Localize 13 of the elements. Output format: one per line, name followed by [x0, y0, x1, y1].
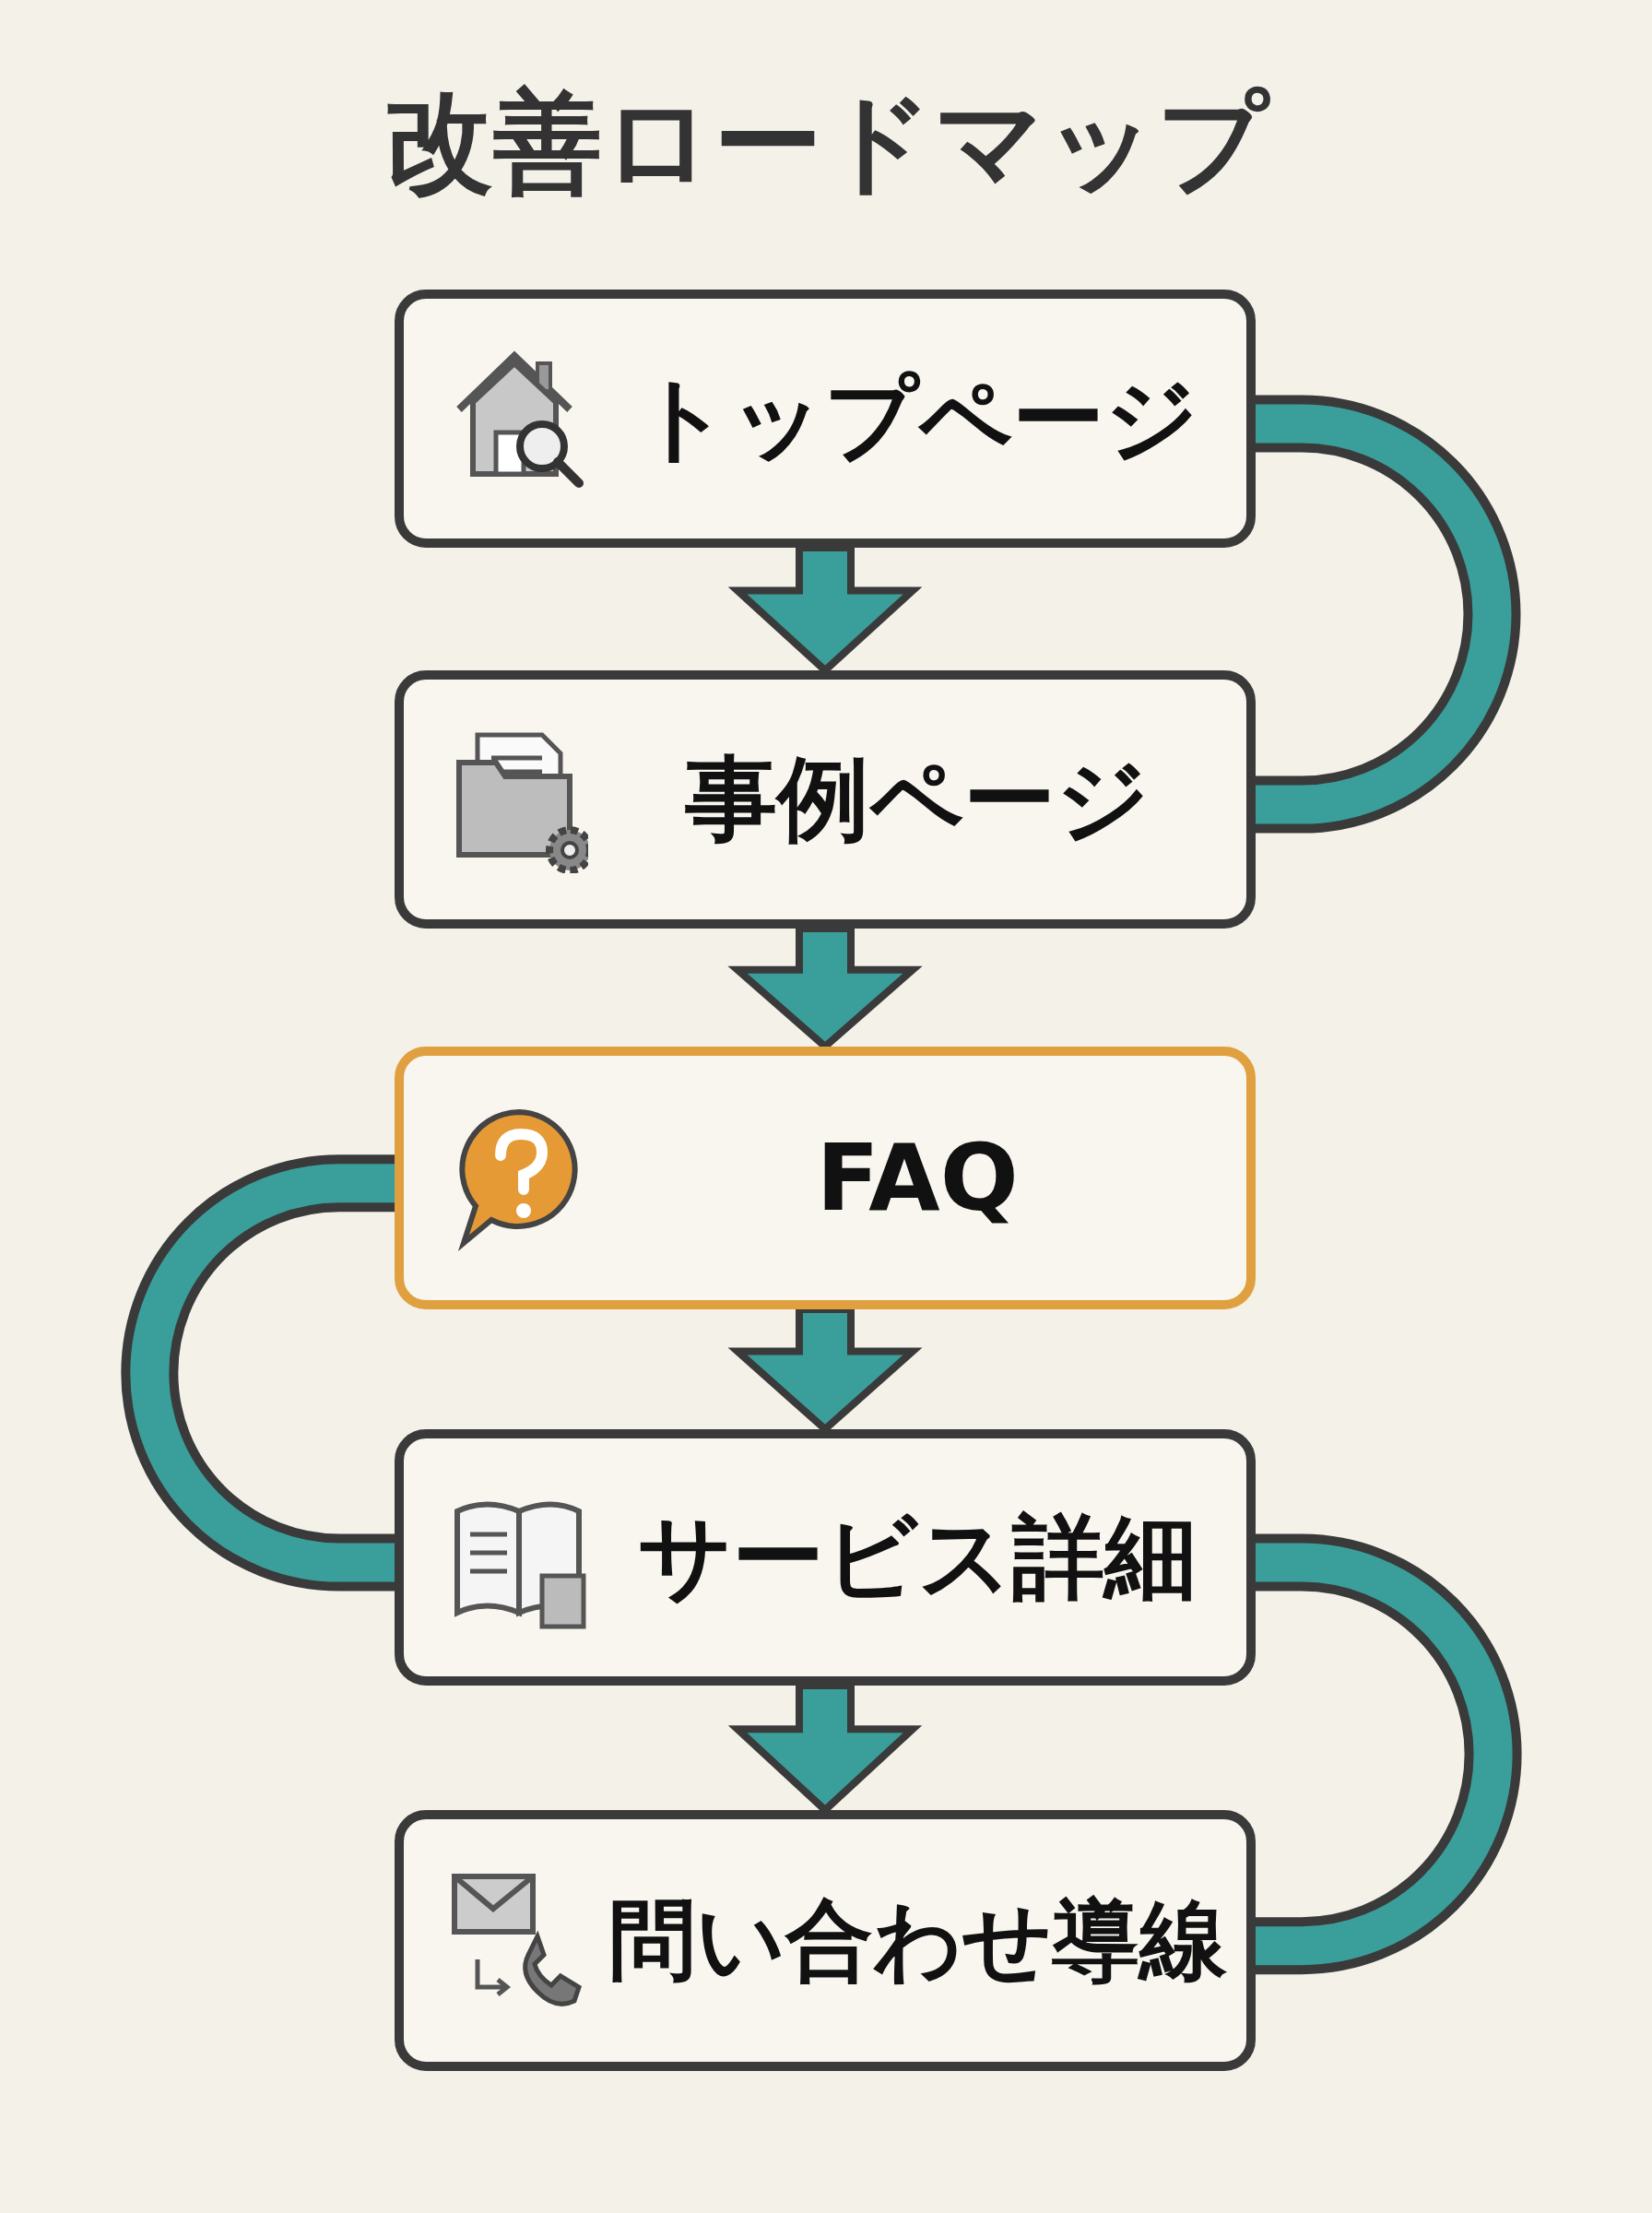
step-label: サービス詳細: [638, 1511, 1197, 1604]
step-label: 問い合わせ導線: [608, 1897, 1227, 1985]
step-label: トップページ: [636, 373, 1198, 465]
step-box: [395, 290, 1256, 548]
step-label: FAQ: [816, 1131, 1019, 1225]
connector-band: [1256, 1533, 1522, 1975]
step-box: [395, 670, 1256, 929]
connector-band: [121, 1154, 395, 1592]
step-label: 事例ページ: [685, 753, 1150, 846]
step-box: [395, 1429, 1256, 1686]
connector-band: [1256, 395, 1521, 834]
step-box: [395, 1047, 1256, 1309]
step-box: [395, 1810, 1256, 2071]
